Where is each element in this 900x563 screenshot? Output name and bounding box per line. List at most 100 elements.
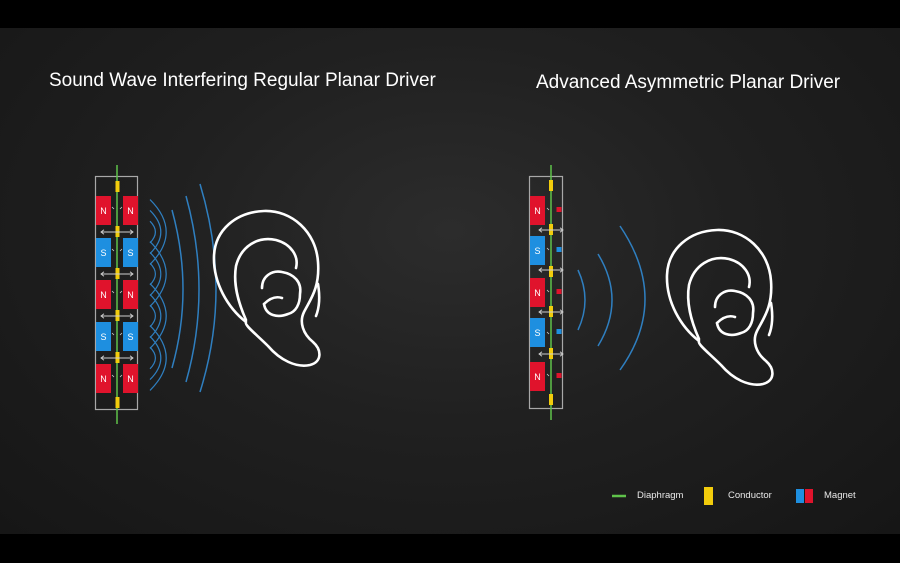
magnet-block xyxy=(530,278,545,307)
sound-wave-ripple xyxy=(149,251,162,297)
ear-inner-fold xyxy=(233,237,298,322)
flux-marker xyxy=(111,374,123,378)
ear-concha xyxy=(713,289,755,337)
legend-magnet-north-swatch xyxy=(805,489,813,503)
magnet-pole-label: N xyxy=(534,372,541,382)
sound-wave-ripple xyxy=(149,293,162,339)
sound-wave-ripple xyxy=(149,262,156,286)
conductor-strip xyxy=(115,181,120,192)
flux-marker xyxy=(111,332,123,336)
magnet-pole-label: S xyxy=(127,248,133,258)
force-arrow-head xyxy=(559,227,564,233)
legend-conductor-label: Conductor xyxy=(728,490,772,501)
magnet-pole-label: N xyxy=(100,290,107,300)
magnet-block xyxy=(530,318,545,347)
ear-outer-helix xyxy=(212,209,321,367)
magnet-pole-label: N xyxy=(100,206,107,216)
magnet-block-left xyxy=(96,322,111,351)
magnet-block-right xyxy=(123,364,138,393)
magnet-block-left xyxy=(96,280,111,309)
sound-wave-arc xyxy=(171,209,184,369)
force-arrow-head xyxy=(538,227,543,233)
force-arrow-head xyxy=(559,267,564,273)
sound-wave-arc xyxy=(185,195,200,383)
conductor-strip xyxy=(549,348,553,359)
legend-magnet-south-swatch xyxy=(796,489,804,503)
conductor-strip xyxy=(549,224,553,235)
force-arrow-head xyxy=(100,313,105,319)
magnet-pole-label: S xyxy=(534,328,540,338)
right-panel-title: Advanced Asymmetric Planar Driver xyxy=(536,72,841,93)
force-arrow-head xyxy=(538,351,543,357)
sound-wave-ripple xyxy=(149,335,162,381)
magnet-block-right xyxy=(123,238,138,267)
small-magnet-marker xyxy=(556,329,562,334)
legend xyxy=(612,487,813,505)
magnet-block-right xyxy=(123,280,138,309)
magnet-block-left xyxy=(96,238,111,267)
ear-outer-helix xyxy=(665,228,774,386)
sound-wave-arc xyxy=(577,269,586,331)
conductor-strips xyxy=(115,181,120,408)
force-arrows xyxy=(100,206,134,378)
flux-marker xyxy=(546,331,550,335)
ear-antitragus xyxy=(314,282,321,318)
force-arrow-head xyxy=(559,351,564,357)
magnet-pole-label: S xyxy=(534,246,540,256)
sound-wave-arc xyxy=(199,183,217,393)
ear-tragus xyxy=(715,314,737,325)
magnet-pole-label: N xyxy=(100,374,107,384)
flux-marker xyxy=(546,289,550,293)
conductor-strip xyxy=(549,266,553,277)
ear-icon xyxy=(212,209,321,367)
magnet-pole-label: S xyxy=(127,332,133,342)
magnet-pole-label: S xyxy=(100,332,106,342)
conductor-strips xyxy=(549,180,553,405)
magnet-pole-label: S xyxy=(100,248,106,258)
left-panel-title: Sound Wave Interfering Regular Planar Dr… xyxy=(49,70,436,91)
interfering-sound-waves xyxy=(149,183,217,393)
flux-marker xyxy=(111,248,123,252)
magnet-block-left xyxy=(96,196,111,225)
force-arrow-head xyxy=(100,229,105,235)
magnet-block-right xyxy=(123,322,138,351)
conductor-strip xyxy=(549,394,553,405)
flux-marker xyxy=(111,206,123,210)
sound-wave-ripple xyxy=(149,325,167,391)
conductor-strip xyxy=(115,352,120,363)
flux-marker xyxy=(546,373,550,377)
sound-wave-ripple xyxy=(149,199,167,265)
force-arrow-head xyxy=(129,313,134,319)
magnet-pole-label: N xyxy=(127,206,134,216)
legend-diaphragm-label: Diaphragm xyxy=(637,490,684,501)
conductor-strip xyxy=(115,310,120,321)
magnet-block xyxy=(530,236,545,265)
small-magnet-marker xyxy=(556,373,562,378)
flux-marker xyxy=(546,207,550,211)
ear-inner-fold xyxy=(686,256,751,341)
force-arrow-head xyxy=(538,267,543,273)
left-magnet-column: N S N S N xyxy=(96,196,111,393)
regular-planar-driver: N S N S N N S N S N xyxy=(94,165,139,424)
ear-tragus xyxy=(262,295,284,306)
force-arrow-head xyxy=(100,355,105,361)
force-arrow-head xyxy=(129,271,134,277)
magnet-pole-label: N xyxy=(127,374,134,384)
conductor-strip xyxy=(549,306,553,317)
sound-wave-ripple xyxy=(149,209,162,255)
sound-wave-arc xyxy=(597,253,613,347)
force-arrow-head xyxy=(100,271,105,277)
ear-concha xyxy=(260,270,302,318)
conductor-strip xyxy=(115,226,120,237)
small-magnet-marker xyxy=(556,207,562,212)
magnet-block-right xyxy=(123,196,138,225)
magnet-block-left xyxy=(96,364,111,393)
force-arrow-head xyxy=(559,309,564,315)
conductor-strip xyxy=(115,397,120,408)
force-arrow-head xyxy=(538,309,543,315)
legend-conductor-swatch xyxy=(704,487,713,505)
force-arrow-head xyxy=(129,355,134,361)
